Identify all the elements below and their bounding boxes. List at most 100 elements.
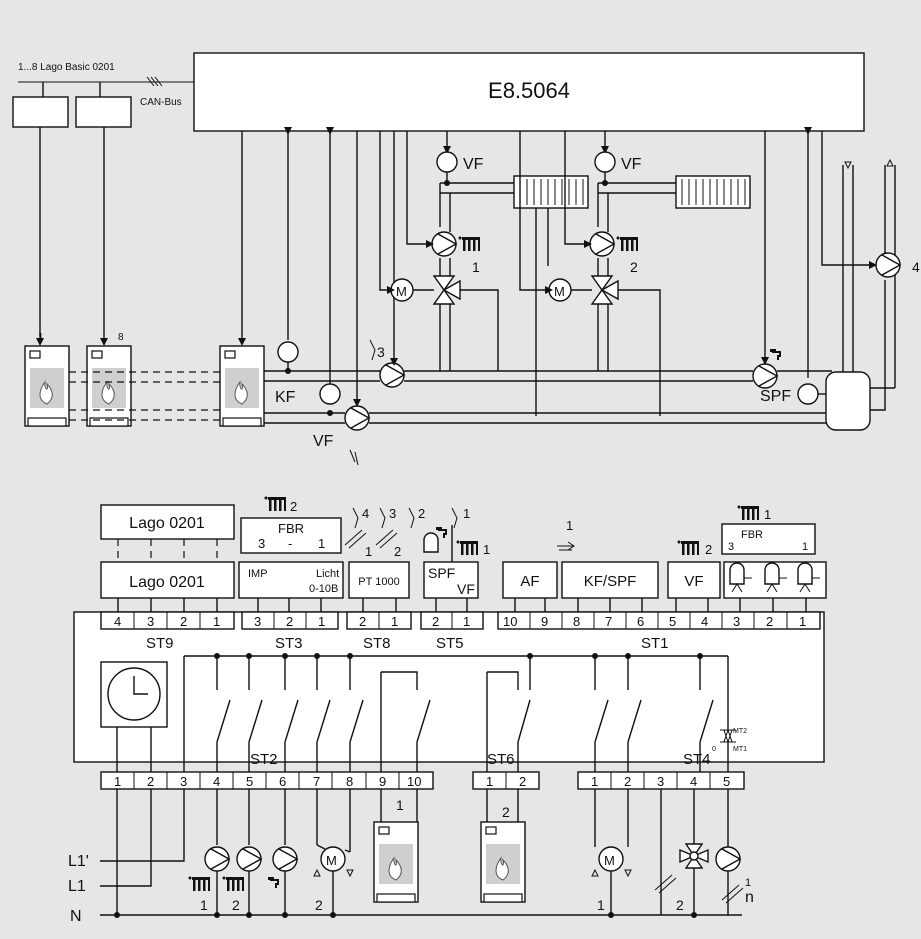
imp-box bbox=[238, 561, 344, 599]
boiler-main bbox=[219, 345, 265, 427]
svg-text:4: 4 bbox=[114, 614, 121, 629]
fbr-2-box bbox=[240, 517, 342, 554]
kf-label: KF bbox=[275, 389, 296, 406]
svg-text:6: 6 bbox=[637, 614, 644, 629]
svg-text:1: 1 bbox=[486, 774, 493, 789]
st5-terminal-row: 2 1 bbox=[420, 611, 484, 630]
n-label: N bbox=[70, 908, 82, 925]
light-label: Licht bbox=[316, 568, 339, 580]
spf-label: SPF bbox=[760, 388, 791, 405]
canbus-label: CAN-Bus bbox=[140, 97, 182, 108]
svg-text:4: 4 bbox=[690, 774, 697, 789]
tag-4: 4 bbox=[362, 506, 369, 521]
svg-text:2: 2 bbox=[180, 614, 187, 629]
st4-pump bbox=[715, 846, 741, 872]
st1-terminal-row: 10 9 8 7 6 5 4 3 2 1 bbox=[497, 611, 821, 630]
svg-text:5: 5 bbox=[723, 774, 730, 789]
svg-text:2: 2 bbox=[286, 614, 293, 629]
st3-label: ST3 bbox=[275, 635, 303, 652]
svg-text:2: 2 bbox=[359, 614, 366, 629]
circuit-1-vf-label: VF bbox=[463, 156, 484, 173]
circuit-2-mixer bbox=[591, 275, 619, 305]
svg-text:8: 8 bbox=[346, 774, 353, 789]
circuit-1-mixer bbox=[433, 275, 461, 305]
st1-vf-box bbox=[667, 561, 721, 599]
radiator-2-symbol bbox=[616, 236, 638, 251]
svg-text:2: 2 bbox=[519, 774, 526, 789]
fbr-1-radiator-icon bbox=[737, 505, 759, 520]
spf-vf-box bbox=[423, 561, 479, 599]
st2-boiler-1 bbox=[373, 821, 419, 903]
st2-boiler-1-tag: 1 bbox=[396, 797, 404, 813]
pump-2-radiator-icon bbox=[222, 876, 244, 891]
circuit-2-vf-sensor bbox=[594, 151, 616, 173]
st1-label: ST1 bbox=[641, 635, 669, 652]
kfspf-box bbox=[561, 561, 659, 599]
st2-pump-3 bbox=[272, 846, 298, 872]
st9-label: ST9 bbox=[146, 635, 174, 652]
svg-text:6: 6 bbox=[279, 774, 286, 789]
svg-text:3: 3 bbox=[657, 774, 664, 789]
svg-text:2: 2 bbox=[147, 774, 154, 789]
bus-module-1 bbox=[12, 96, 69, 128]
lago-terminal-box bbox=[100, 561, 235, 599]
pump-3-tap-icon bbox=[267, 876, 279, 889]
l1-label: L1 bbox=[68, 878, 86, 895]
st6-label: ST6 bbox=[487, 751, 515, 768]
st2-terminal-row: 1 2 3 4 5 6 7 8 9 10 bbox=[100, 771, 434, 790]
circuit-2-motor-label: M bbox=[554, 284, 565, 299]
tag-2b: 2 bbox=[394, 544, 401, 559]
pump-3 bbox=[379, 362, 405, 388]
st2-motor-label: M bbox=[326, 853, 337, 868]
tag-1a: 1 bbox=[463, 506, 470, 521]
fbr-1-right: 1 bbox=[802, 541, 808, 553]
svg-text:3: 3 bbox=[254, 614, 261, 629]
svg-text:9: 9 bbox=[541, 614, 548, 629]
return-pump bbox=[344, 405, 370, 431]
st5-vf-label: VF bbox=[457, 581, 475, 597]
pump-2-tag: 2 bbox=[232, 897, 240, 913]
lago-remote-box bbox=[100, 504, 235, 540]
bus-module-8 bbox=[75, 96, 132, 128]
l1p-label: L1' bbox=[68, 853, 89, 870]
st6-boiler-2 bbox=[480, 821, 526, 903]
fbr-1-circuit: 1 bbox=[764, 507, 771, 522]
circuit-1-motor-label: M bbox=[396, 284, 407, 299]
fbr-1-title: FBR bbox=[741, 529, 763, 541]
st1-radiator-icon bbox=[677, 540, 699, 555]
svg-text:1: 1 bbox=[391, 614, 398, 629]
motor-1-tag: 1 bbox=[597, 897, 605, 913]
pt1000-label: PT 1000 bbox=[358, 576, 399, 588]
svg-text:5: 5 bbox=[669, 614, 676, 629]
svg-text:1: 1 bbox=[591, 774, 598, 789]
svg-text:7: 7 bbox=[605, 614, 612, 629]
pump-1-radiator-icon bbox=[188, 876, 210, 891]
fbr-2-mid: - bbox=[288, 536, 292, 551]
kfspf-label: KF/SPF bbox=[584, 573, 637, 590]
st4-motor-label: M bbox=[604, 853, 615, 868]
spf-sensor bbox=[797, 383, 819, 405]
st2-pump-1 bbox=[204, 846, 230, 872]
triac-mt2: MT2 bbox=[733, 728, 747, 735]
svg-text:2: 2 bbox=[432, 614, 439, 629]
svg-text:2: 2 bbox=[624, 774, 631, 789]
controller-box bbox=[193, 52, 865, 132]
motor-2-tag: 2 bbox=[315, 897, 323, 913]
fbr-2-left: 3 bbox=[258, 536, 265, 551]
board-frame bbox=[73, 611, 825, 763]
circuit-1-label: 1 bbox=[472, 259, 480, 275]
st4-n-tag: n bbox=[745, 889, 754, 906]
af-box bbox=[502, 561, 558, 599]
svg-text:10: 10 bbox=[503, 614, 517, 629]
svg-text:8: 8 bbox=[573, 614, 580, 629]
dhw-pump bbox=[752, 363, 778, 389]
circuit-2-vf-label: VF bbox=[621, 156, 642, 173]
circulation-pump-4 bbox=[875, 252, 901, 278]
svg-text:10: 10 bbox=[407, 774, 421, 789]
imp-label: IMP bbox=[248, 568, 268, 580]
range-label: 0-10B bbox=[309, 583, 338, 595]
st6-terminal-row: 1 2 bbox=[472, 771, 540, 790]
pump-3-label: 3 bbox=[377, 344, 385, 360]
svg-text:9: 9 bbox=[379, 774, 386, 789]
